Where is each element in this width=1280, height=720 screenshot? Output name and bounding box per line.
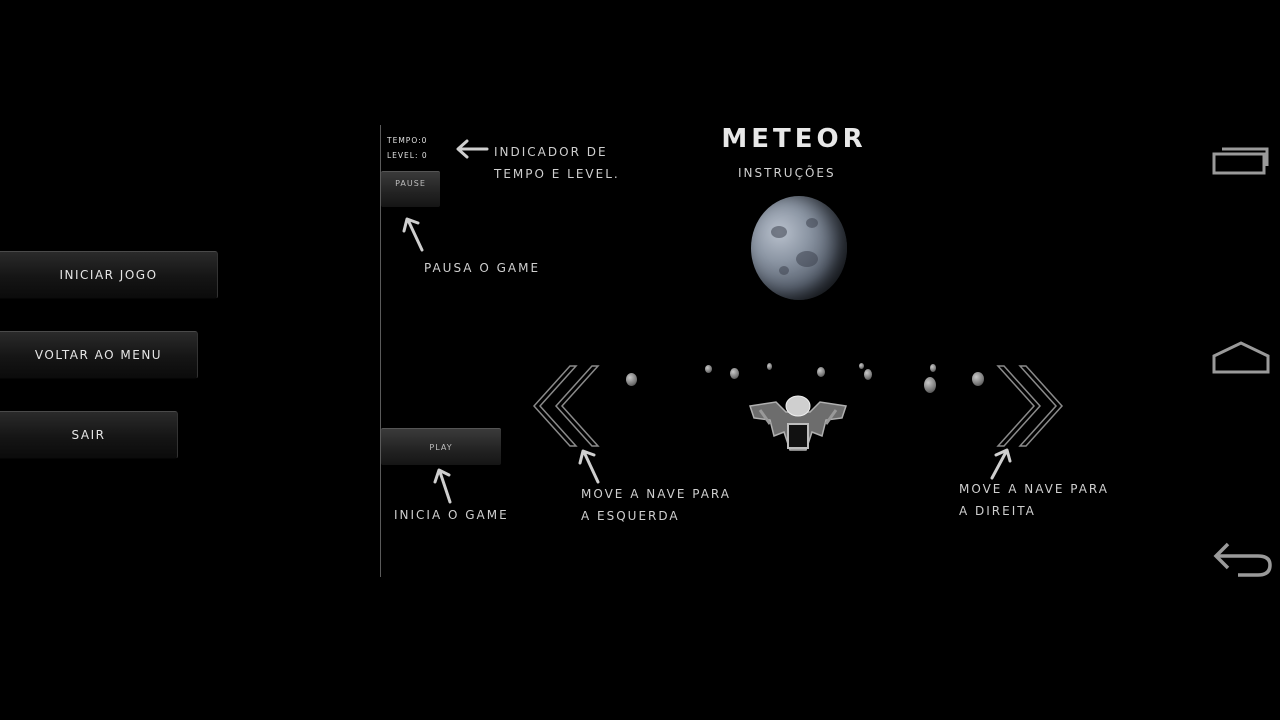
arrow-up-icon	[433, 468, 452, 504]
exit-label: Sair	[71, 428, 106, 442]
arrow-up-icon	[402, 217, 424, 252]
meteor	[972, 372, 984, 386]
start-game-button[interactable]: Iniciar jogo	[0, 251, 218, 299]
pause-button[interactable]: Pause	[381, 171, 440, 207]
meteor	[930, 364, 936, 372]
spaceship-image	[749, 395, 847, 451]
meteor	[705, 365, 712, 373]
meteor	[767, 363, 772, 370]
arrow-up-icon	[578, 449, 600, 484]
start-game-label: Iniciar jogo	[59, 268, 158, 282]
play-button[interactable]: Play	[381, 428, 501, 465]
move-right-control[interactable]	[996, 364, 1066, 450]
move-left-hint-line2: a esquerda	[581, 509, 680, 523]
meteor	[859, 363, 864, 369]
arrow-up-right-icon	[990, 448, 1012, 480]
panel-divider	[380, 125, 381, 577]
move-right-hint: Move a nave para a direita	[959, 478, 1109, 522]
indicator-hint-line1: Indicador de	[494, 145, 608, 159]
game-title: Meteor	[721, 124, 867, 154]
back-icon[interactable]	[1210, 538, 1274, 578]
play-hint: Inicia o game	[394, 508, 509, 522]
instructions-subtitle: Instruções	[738, 166, 836, 180]
meteor	[730, 368, 739, 379]
meteor	[864, 369, 872, 380]
move-right-hint-line1: Move a nave para	[959, 482, 1109, 496]
recent-apps-icon[interactable]	[1212, 142, 1270, 176]
arrow-left-icon	[456, 139, 489, 159]
back-to-menu-button[interactable]: Voltar ao menu	[0, 331, 198, 379]
move-left-control[interactable]	[532, 364, 602, 450]
planet-image	[751, 196, 847, 300]
meteor	[924, 377, 936, 393]
exit-button[interactable]: Sair	[0, 411, 178, 459]
pause-hint: Pausa o game	[424, 261, 541, 275]
indicator-hint-line2: tempo e level.	[494, 167, 620, 181]
move-right-hint-line2: a direita	[959, 504, 1036, 518]
pause-label: Pause	[395, 179, 426, 188]
home-icon[interactable]	[1212, 340, 1270, 376]
indicator-hint: Indicador de tempo e level.	[494, 141, 620, 185]
move-left-hint: Move a nave para a esquerda	[581, 483, 731, 527]
meteor	[626, 373, 637, 386]
meteor	[817, 367, 825, 377]
move-left-hint-line1: Move a nave para	[581, 487, 731, 501]
play-label: Play	[429, 442, 453, 452]
back-to-menu-label: Voltar ao menu	[34, 348, 163, 362]
level-indicator: Level: 0	[387, 151, 428, 160]
time-indicator: Tempo:0	[387, 136, 428, 145]
